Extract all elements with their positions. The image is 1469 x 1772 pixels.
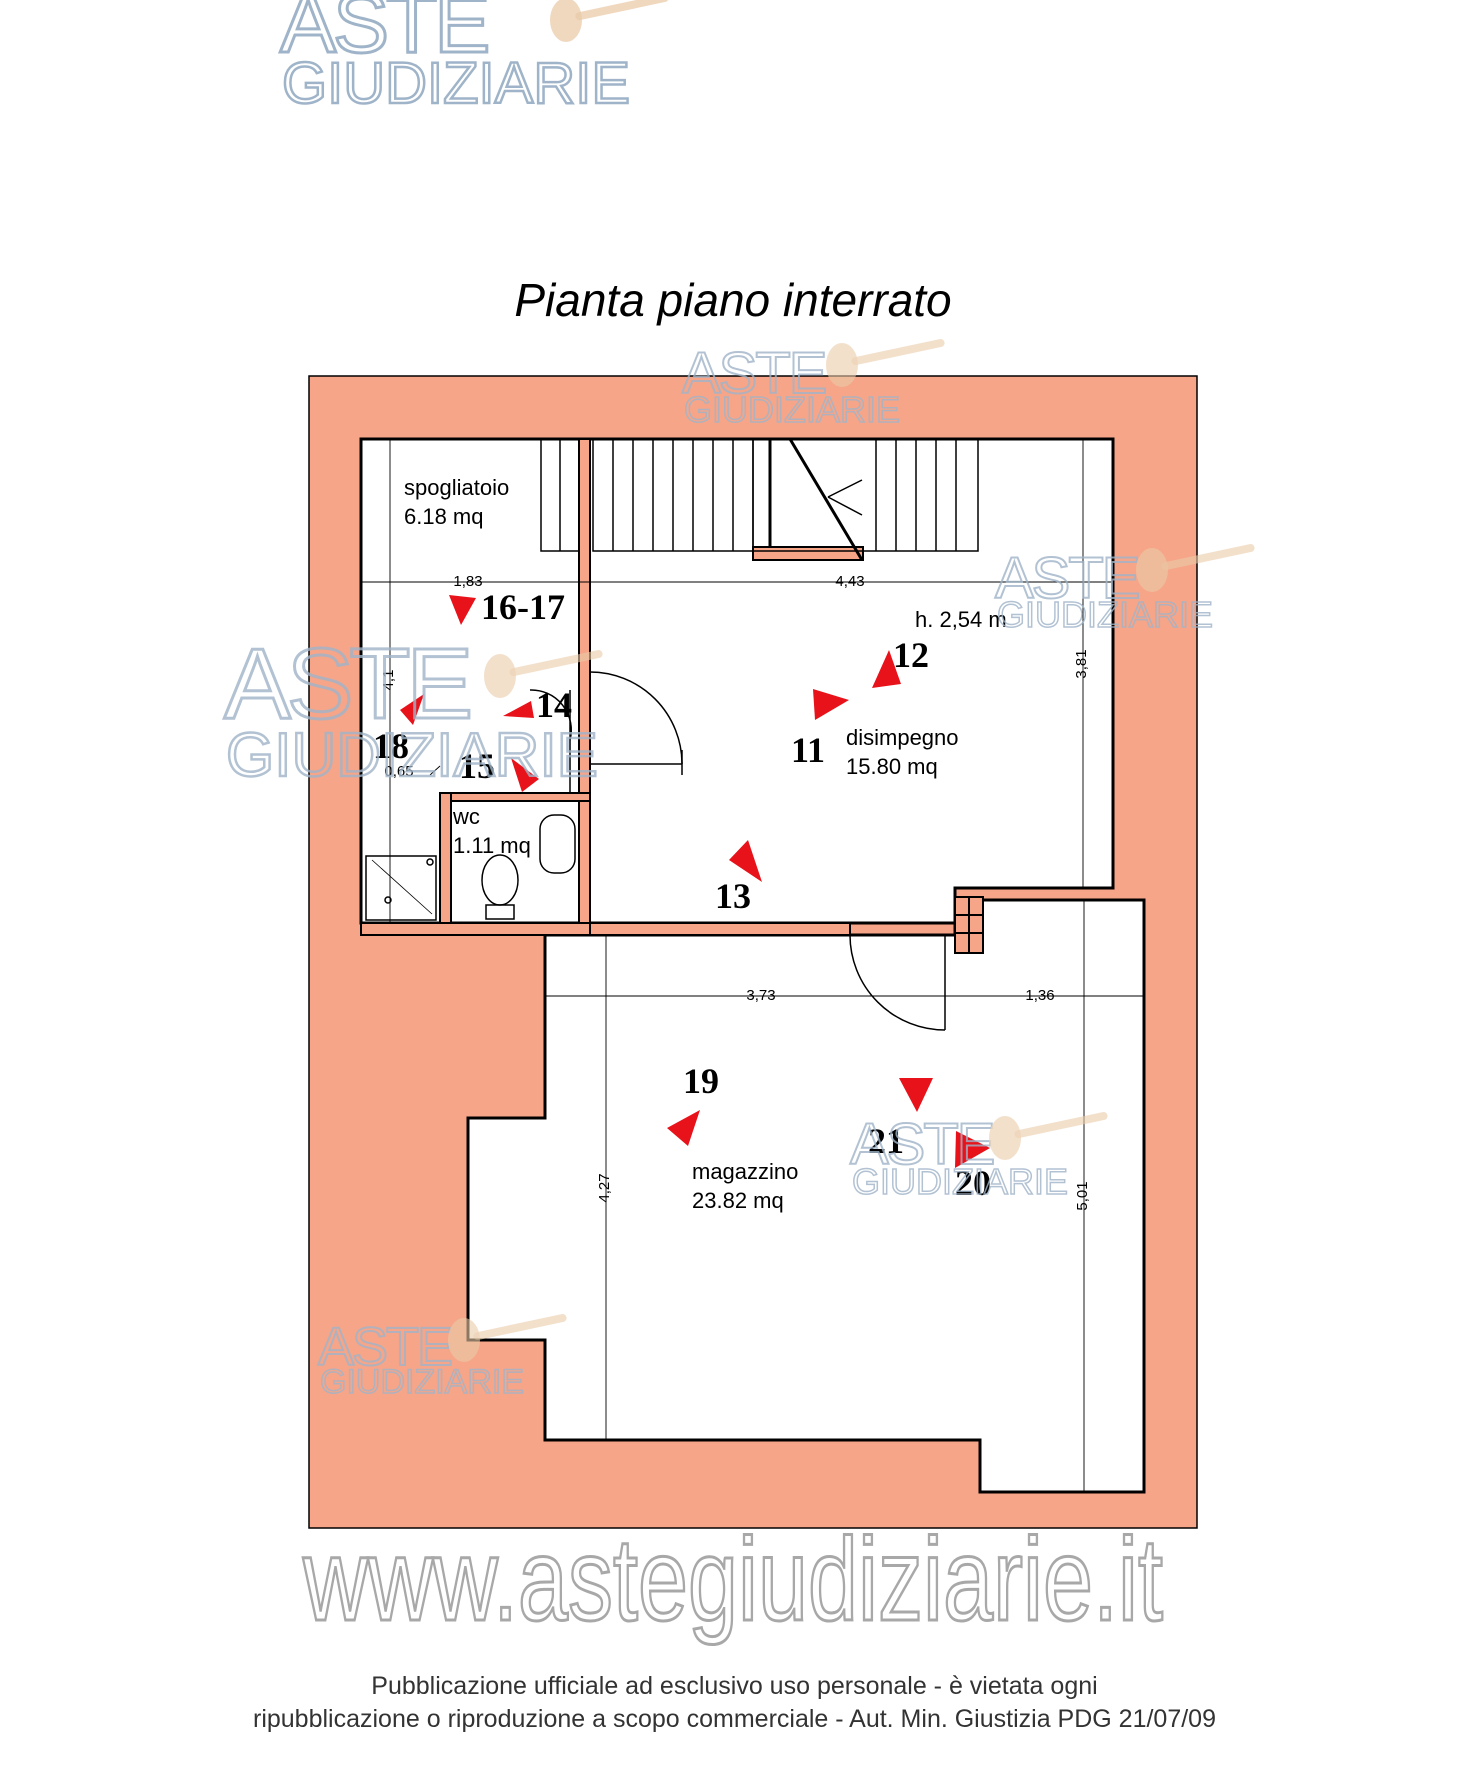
gavel-icon <box>550 0 670 42</box>
watermark-aste: ASTE <box>682 341 826 406</box>
room-area-wc: 1.11 mq <box>453 833 531 858</box>
photo-point-label: 16-17 <box>481 587 565 627</box>
watermark-giudiziarie: GIUDIZIARIE <box>282 51 630 116</box>
watermark-giudiziarie: GIUDIZIARIE <box>226 721 598 790</box>
doors <box>529 671 946 1031</box>
photo-point-label: 12 <box>893 635 929 675</box>
watermark-aste: ASTE <box>850 1112 994 1177</box>
shower <box>365 855 437 921</box>
dim-label: 1,36 <box>1025 987 1054 1004</box>
staircase-right <box>752 438 979 561</box>
watermark-aste: ASTE <box>280 0 487 70</box>
ceiling-height-label: h. 2,54 m <box>915 607 1007 632</box>
internal-walls <box>360 438 864 936</box>
photo-point-label: 20 <box>955 1163 991 1203</box>
room-name-spogliatoio: spogliatoio <box>404 475 509 500</box>
dim-label: 0,65 <box>384 763 413 780</box>
wall-spoglia-bottom <box>360 922 591 936</box>
wall-separator <box>439 792 591 802</box>
dim-label: 1,83 <box>453 573 482 590</box>
dim-label: 4,43 <box>835 573 864 590</box>
marker-arrow <box>872 650 901 688</box>
photo-point-label: 19 <box>683 1061 719 1101</box>
plan-title: Pianta piano interrato <box>514 274 951 326</box>
room-name-disimpegno: disimpegno <box>846 725 959 750</box>
photo-point-label: 11 <box>791 730 825 770</box>
room-labels: spogliatoio 6.18 mq disimpegno 15.80 mq … <box>404 475 1007 1213</box>
marker-arrow <box>729 840 762 882</box>
room-area-spogliatoio: 6.18 mq <box>404 504 484 529</box>
wall-spogliatoio-stair <box>578 438 591 926</box>
marker-arrow <box>667 1110 700 1146</box>
marker-arrow <box>511 758 539 792</box>
photo-point-labels: 11 12 13 14 15 16-17 18 19 20 21 <box>373 587 991 1203</box>
watermark-logo-top: ASTE GIUDIZIARIE <box>279 0 670 117</box>
marker-arrow <box>813 689 849 720</box>
fixtures <box>365 814 576 921</box>
marker-arrow <box>449 595 476 625</box>
watermark-aste: ASTE <box>224 628 469 740</box>
wall-wc-left <box>439 792 452 924</box>
photo-point-label: 21 <box>868 1121 904 1161</box>
dim-label: 3,81 <box>1073 649 1090 678</box>
watermark-logo: ASTE GIUDIZIARIE <box>849 1111 1109 1203</box>
photo-markers <box>400 595 990 1168</box>
room-area-magazzino: 23.82 mq <box>692 1188 784 1213</box>
marker-arrow <box>899 1078 933 1112</box>
wall-mid <box>589 922 851 936</box>
watermark-giudiziarie: GIUDIZIARIE <box>320 1363 524 1401</box>
pillar <box>954 896 984 954</box>
watermark-aste: ASTE <box>318 1317 451 1377</box>
sink <box>539 814 576 874</box>
photo-point-label: 13 <box>715 876 751 916</box>
door-wc <box>529 689 573 741</box>
door-disimpegno <box>589 671 683 765</box>
watermark-website: www.astegiudiziarie.it <box>302 1514 1163 1646</box>
photo-point-label: 15 <box>459 746 495 786</box>
watermark-logo: ASTE GIUDIZIARIE <box>994 543 1256 636</box>
footer-line-2: ripubblicazione o riproduzione a scopo c… <box>253 1705 1216 1733</box>
dimension-labels: 1,83 4,43 4,1 3,81 0,65 3,73 1,36 4,27 5… <box>380 573 1091 1211</box>
watermark-aste: ASTE <box>995 546 1139 611</box>
watermark-logo: ASTE GIUDIZIARIE <box>223 627 604 791</box>
dim-label: 3,73 <box>746 987 775 1004</box>
watermark-giudiziarie: GIUDIZIARIE <box>997 594 1213 635</box>
photo-point-label: 14 <box>536 685 572 725</box>
door-magazzino <box>849 934 946 1031</box>
photo-point-label: 18 <box>373 726 409 766</box>
watermark-logo: ASTE GIUDIZIARIE <box>681 338 946 431</box>
wall-stair-bottom <box>752 546 864 561</box>
marker-arrow <box>955 1131 990 1168</box>
marker-arrow <box>400 694 424 725</box>
dimension-lines <box>361 439 1144 1492</box>
footer-line-1: Pubblicazione ufficiale ad esclusivo uso… <box>371 1672 1098 1700</box>
watermark-giudiziarie: GIUDIZIARIE <box>684 389 900 430</box>
dim-label: 5,01 <box>1074 1181 1091 1210</box>
room-name-wc: wc <box>452 804 480 829</box>
marker-arrow <box>503 701 534 718</box>
dim-label: 4,27 <box>596 1173 613 1202</box>
dim-label: 4,1 <box>380 670 397 691</box>
watermark-giudiziarie: GIUDIZIARIE <box>852 1161 1068 1202</box>
room-area-disimpegno: 15.80 mq <box>846 754 938 779</box>
watermark-logo: ASTE GIUDIZIARIE <box>317 1313 568 1402</box>
room-name-magazzino: magazzino <box>692 1159 798 1184</box>
